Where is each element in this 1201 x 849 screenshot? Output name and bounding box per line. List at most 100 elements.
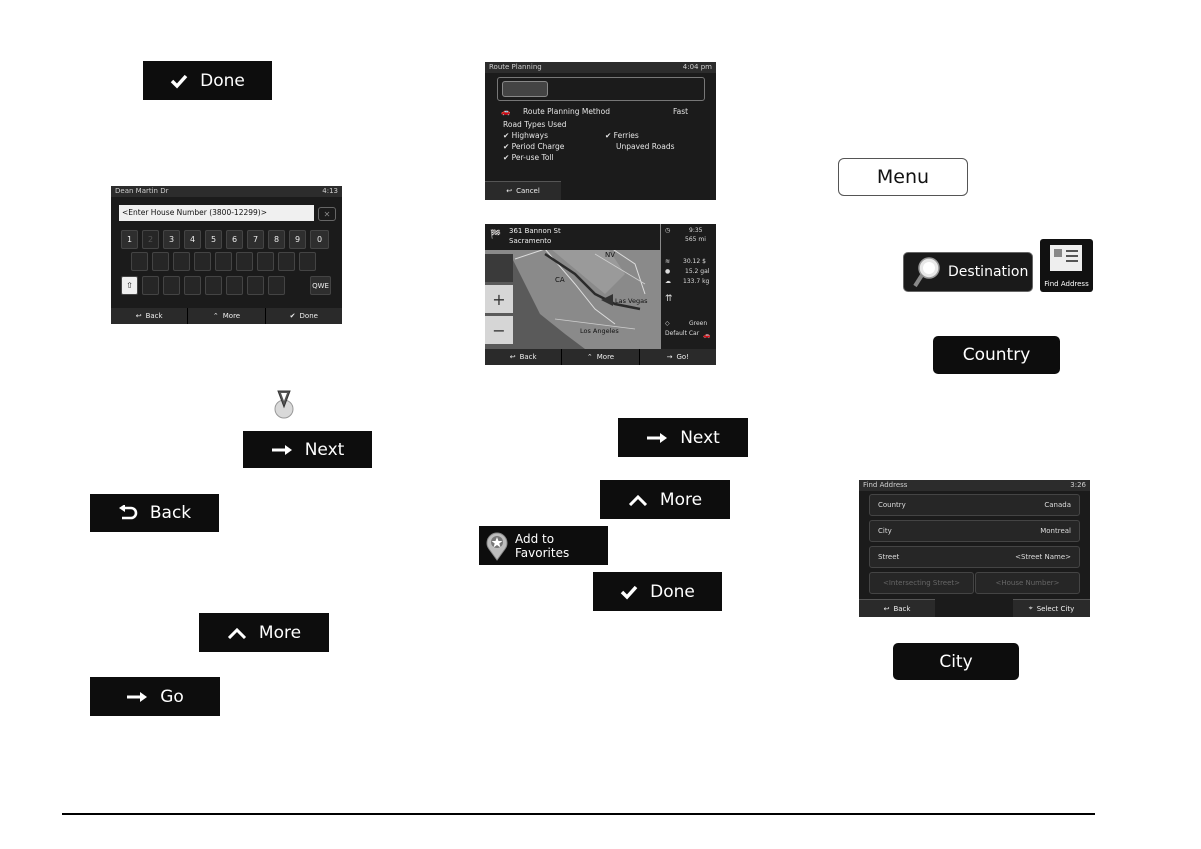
eco-icon: ◇ xyxy=(665,320,670,327)
key-4[interactable]: 4 xyxy=(184,230,201,249)
intersecting-street-row[interactable]: <Intersecting Street> xyxy=(869,572,974,594)
next-button[interactable]: Next xyxy=(618,418,748,457)
arrow-right-icon xyxy=(126,691,148,703)
street-row[interactable]: Street<Street Name> xyxy=(869,546,1080,568)
map-label-ca: CA xyxy=(555,276,565,284)
arrow-right-icon: → xyxy=(666,353,673,361)
key-5[interactable]: 5 xyxy=(205,230,222,249)
screen-time: 4:04 pm xyxy=(682,63,712,71)
unpaved-roads-check[interactable]: Unpaved Roads xyxy=(616,142,675,151)
key-dim xyxy=(163,276,180,295)
key-2[interactable]: 2 xyxy=(142,230,159,249)
key-3[interactable]: 3 xyxy=(163,230,180,249)
period-charge-check[interactable]: ✔ Period Charge xyxy=(503,142,565,151)
clear-input-icon[interactable]: ✕ xyxy=(318,207,336,221)
qwe-key[interactable]: QWE xyxy=(310,276,331,295)
key-dim xyxy=(226,276,243,295)
check-icon xyxy=(170,73,188,89)
destination-button[interactable]: Destination xyxy=(903,252,1033,292)
check-icon: ✔ xyxy=(605,131,614,140)
check-icon: ✔ xyxy=(289,312,296,320)
key-dim xyxy=(184,276,201,295)
add-to-favorites-button[interactable]: Add to Favorites xyxy=(479,526,608,565)
more-button[interactable]: More xyxy=(600,480,730,519)
fuel-icon: ● xyxy=(665,268,671,275)
back-button[interactable]: ↩Back xyxy=(111,308,188,324)
country-button[interactable]: Country xyxy=(933,336,1060,374)
back-arrow-icon: ↩ xyxy=(509,353,516,361)
route-info-panel: ◷ 9:35 565 mi ≋ 30.12 $ ● 15.2 gal ☁ 133… xyxy=(661,224,716,349)
zoom-out-icon[interactable]: − xyxy=(485,316,513,344)
zoom-in-icon[interactable]: + xyxy=(485,285,513,313)
map-pin-icon xyxy=(271,389,297,419)
key-dim xyxy=(268,276,285,295)
trip-co2: 133.7 kg xyxy=(683,278,710,285)
done-button[interactable]: Done xyxy=(143,61,272,100)
route-map-screen: 🏁 361 Bannon St Sacramento NV CA Las Veg… xyxy=(485,224,716,365)
key-dim xyxy=(152,252,169,271)
favorite-pin-icon xyxy=(485,531,509,561)
route-method-label[interactable]: Route Planning Method xyxy=(523,107,610,116)
per-use-toll-check[interactable]: ✔ Per-use Toll xyxy=(503,153,554,162)
next-button[interactable]: Next xyxy=(243,431,372,468)
screen-title: Find Address xyxy=(863,481,908,489)
check-icon: ✔ xyxy=(503,131,512,140)
tilt-button[interactable] xyxy=(485,254,513,282)
ferries-check[interactable]: ✔ Ferries xyxy=(605,131,639,140)
zoom-controls: + − xyxy=(485,254,513,344)
car-icon: 🚗 xyxy=(703,332,711,339)
key-0[interactable]: 0 xyxy=(310,230,329,249)
screen-time: 3:26 xyxy=(1070,481,1086,489)
more-button[interactable]: ⌃More xyxy=(562,349,639,365)
screen-title: Dean Martin Dr xyxy=(115,187,169,195)
address-header[interactable]: 🏁 361 Bannon St Sacramento xyxy=(485,224,660,250)
key-7[interactable]: 7 xyxy=(247,230,264,249)
destination-street: 361 Bannon St xyxy=(509,227,561,235)
city-button[interactable]: City xyxy=(893,643,1019,680)
chevron-up-icon: ⌃ xyxy=(212,312,219,320)
key-dim xyxy=(299,252,316,271)
chevron-up-icon: ⌃ xyxy=(586,353,593,361)
more-button[interactable]: ⌃More xyxy=(188,308,265,324)
go-button[interactable]: Go xyxy=(90,677,220,716)
key-8[interactable]: 8 xyxy=(268,230,285,249)
menu-button[interactable]: Menu xyxy=(838,158,968,196)
find-address-button[interactable]: Find Address xyxy=(1040,239,1093,292)
house-number-input[interactable]: <Enter House Number (3800-12299)> xyxy=(119,205,314,221)
back-button[interactable]: Back xyxy=(90,494,219,532)
house-number-keyboard-screen: Dean Martin Dr 4:13 <Enter House Number (… xyxy=(111,186,342,324)
key-9[interactable]: 9 xyxy=(289,230,306,249)
trip-cost: 30.12 $ xyxy=(683,258,706,265)
key-dim xyxy=(278,252,295,271)
key-6[interactable]: 6 xyxy=(226,230,243,249)
done-button[interactable]: Done xyxy=(593,572,722,611)
back-button[interactable]: ↩Back xyxy=(859,599,935,617)
back-arrow-icon: ↩ xyxy=(883,604,890,613)
route-thumbnail xyxy=(502,81,548,97)
house-number-row[interactable]: <House Number> xyxy=(975,572,1080,594)
key-dim xyxy=(194,252,211,271)
more-button[interactable]: More xyxy=(199,613,329,652)
done-button[interactable]: ✔Done xyxy=(265,308,342,324)
back-button[interactable]: ↩Back xyxy=(485,349,562,365)
select-city-button[interactable]: ⌖Select City xyxy=(1013,599,1090,617)
trip-distance: 565 mi xyxy=(685,236,706,243)
go-button[interactable]: →Go! xyxy=(639,349,716,365)
key-dim xyxy=(257,252,274,271)
back-arrow-icon xyxy=(118,505,138,521)
shift-icon[interactable]: ⇧ xyxy=(121,276,138,295)
vehicle-label: Default Car xyxy=(665,330,700,337)
cancel-button[interactable]: ↩Cancel xyxy=(485,181,561,200)
back-arrow-icon: ↩ xyxy=(135,312,142,320)
destination-city: Sacramento xyxy=(509,237,552,245)
route-method-value: Fast xyxy=(673,107,689,116)
highways-check[interactable]: ✔ Highways xyxy=(503,131,548,140)
key-1[interactable]: 1 xyxy=(121,230,138,249)
key-dim xyxy=(173,252,190,271)
map-bottom-bar: ↩Back ⌃More →Go! xyxy=(485,349,716,365)
magnifier-icon xyxy=(912,256,942,288)
screen-time: 4:13 xyxy=(322,187,338,195)
